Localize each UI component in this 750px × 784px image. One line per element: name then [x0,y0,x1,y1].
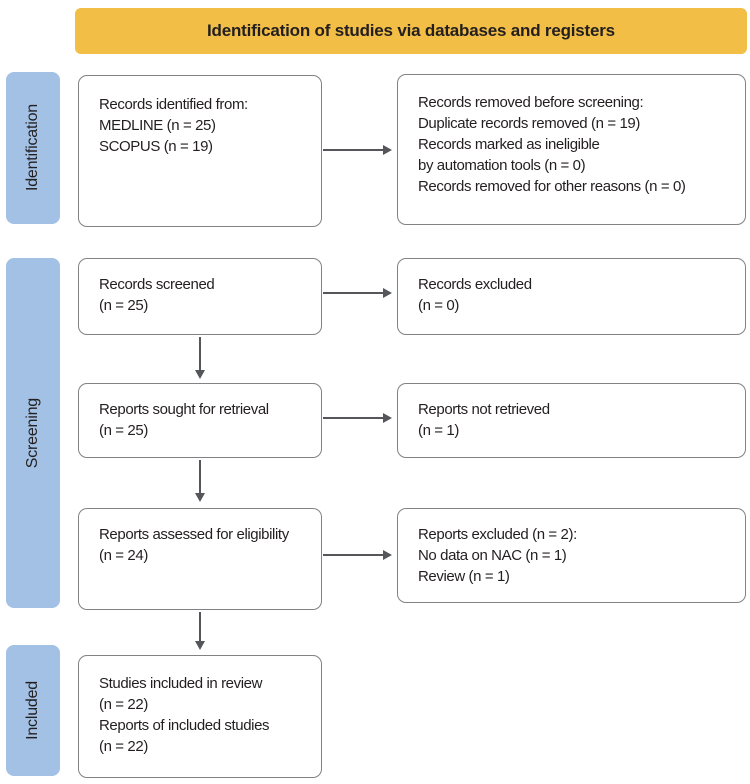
flow-box-reports-assessed: Reports assessed for eligibility (n = 24… [78,508,322,610]
arrow-right-sought-to-not-retrieved [323,413,392,423]
flow-box-records-excluded: Records excluded (n = 0) [397,258,746,335]
arrow-right-screened-to-excluded [323,288,392,298]
arrow-right-assessed-to-excluded [323,550,392,560]
stage-band-screening: Screening [6,258,60,608]
stage-label-identification: Identification [24,104,41,192]
arrow-down-screened-to-sought [195,337,205,379]
arrow-down-sought-to-assessed [195,460,205,502]
banner: Identification of studies via databases … [75,8,747,54]
stage-band-included: Included [6,645,60,776]
flow-box-reports-sought: Reports sought for retrieval (n = 25) [78,383,322,458]
flow-box-records-screened: Records screened (n = 25) [78,258,322,335]
stage-label-screening: Screening [24,397,41,469]
banner-title: Identification of studies via databases … [207,21,615,40]
arrow-right-identified-to-removed [323,145,392,155]
flow-box-records-removed: Records removed before screening: Duplic… [397,74,746,225]
stage-band-identification: Identification [6,72,60,224]
arrow-down-assessed-to-included [195,612,205,650]
stage-label-included: Included [24,681,41,740]
flow-box-studies-included: Studies included in review (n = 22) Repo… [78,655,322,778]
flow-box-records-identified: Records identified from: MEDLINE (n = 25… [78,75,322,227]
flow-box-reports-excluded: Reports excluded (n = 2): No data on NAC… [397,508,746,603]
flow-box-reports-not-retrieved: Reports not retrieved (n = 1) [397,383,746,458]
